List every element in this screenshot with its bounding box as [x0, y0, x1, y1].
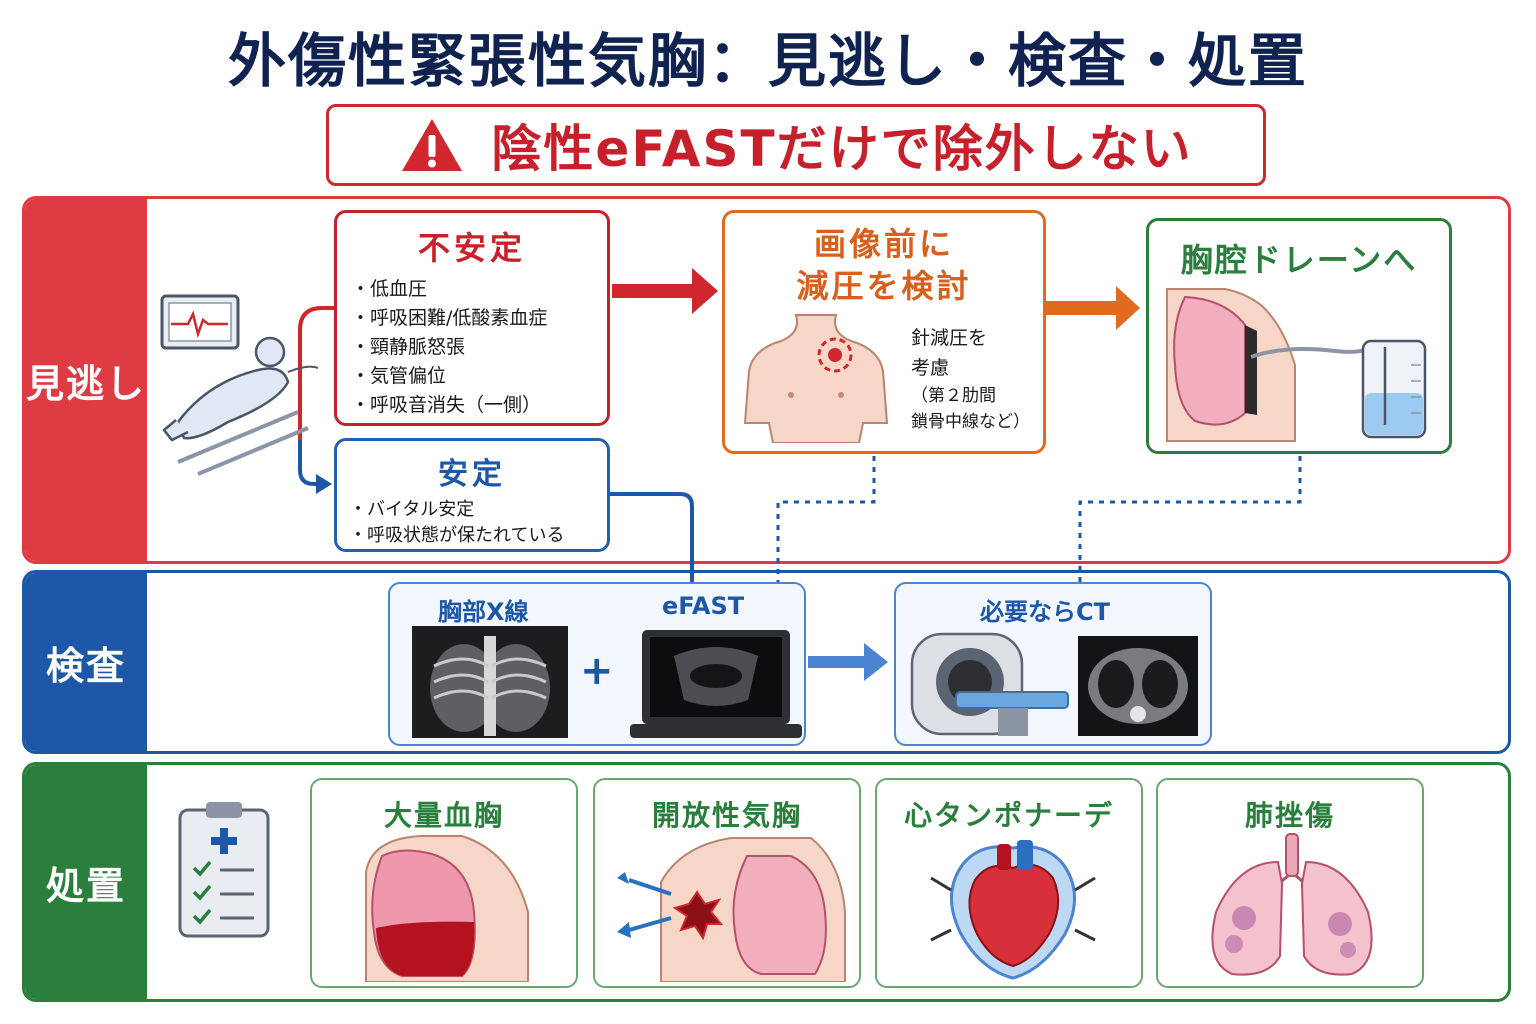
decompress-card: 画像前に 減圧を検討 針減圧を 考慮 （第２肋間 鎖骨中線など）: [722, 210, 1046, 454]
plus-sign: +: [580, 648, 614, 694]
chest-drain-card: 胸腔ドレーンへ: [1146, 218, 1452, 454]
arrow-exam-head: [864, 643, 888, 681]
treatment-title: 心タンポナーデ: [903, 799, 1114, 832]
list-item: バイタル安定: [349, 497, 607, 523]
treatment-card-lung-contusion: 肺挫傷: [1156, 778, 1424, 988]
unstable-title: 不安定: [417, 229, 526, 267]
list-item: 呼吸音消失（一側）: [351, 391, 607, 420]
treatment-title: 開放性気胸: [651, 799, 802, 832]
ct-image-icon: [1078, 636, 1198, 736]
treatment-title: 大量血胸: [383, 799, 504, 832]
decompress-note-line4: 鎖骨中線など）: [911, 412, 1030, 432]
ct-label: 必要ならCT: [980, 598, 1110, 626]
open-pneumothorax-icon: [617, 837, 846, 982]
connector-stable-exam: [610, 492, 694, 584]
list-item: 頸静脈怒張: [351, 333, 607, 362]
section-label-miss: 見逃し: [25, 199, 147, 561]
unstable-list: 低血圧 呼吸困難/低酸素血症 頸静脈怒張 気管偏位 呼吸音消失（一側）: [351, 275, 607, 420]
arrow-orange-shaft: [1046, 301, 1118, 315]
lungs-icon: [1211, 833, 1373, 976]
heart-icon: [930, 840, 1096, 980]
dotted-drain: [1078, 456, 1302, 584]
chest-drain-icon: [1166, 288, 1427, 442]
decompress-note-line1: 針減圧を: [911, 327, 988, 349]
hemothorax-icon: [365, 835, 529, 982]
xray-label: 胸部X線: [438, 598, 529, 626]
clipboard-icon: [178, 802, 270, 938]
decompress-note-line2: 考慮: [911, 357, 950, 379]
chest-xray-icon: [412, 626, 568, 738]
treatment-card-open-pneumothorax: 開放性気胸: [593, 778, 861, 988]
chest-needle-icon: [743, 314, 889, 443]
treatment-card-tamponade: 心タンポナーデ: [875, 778, 1143, 988]
connector-red: [298, 306, 336, 440]
efast-label: eFAST: [662, 592, 745, 620]
stable-title: 安定: [438, 457, 506, 492]
treatment-card-hemothorax: 大量血胸: [310, 778, 578, 988]
arrow-red-head: [692, 268, 718, 314]
chest-drain-title: 胸腔ドレーンへ: [1180, 241, 1418, 279]
list-item: 呼吸困難/低酸素血症: [351, 304, 607, 333]
list-item: 呼吸状態が保たれている: [349, 523, 607, 549]
decompress-title-line1: 画像前に: [813, 225, 954, 263]
decompress-note: 針減圧を 考慮 （第２肋間 鎖骨中線など）: [911, 323, 1030, 435]
dotted-decompress: [776, 456, 876, 584]
warning-text: 陰性eFASTだけで除外しない: [491, 120, 1193, 178]
section-label-treat: 処置: [25, 765, 147, 999]
stable-card: 安定 バイタル安定 呼吸状態が保たれている: [334, 438, 610, 552]
connector-blue-arrowhead: [316, 474, 332, 494]
decompress-title: 画像前に 減圧を検討: [725, 223, 1043, 307]
connector-blue: [298, 440, 318, 486]
decompress-title-line2: 減圧を検討: [796, 267, 972, 305]
warning-icon: [399, 116, 465, 174]
ultrasound-laptop-icon: [630, 630, 802, 738]
warning-banner: 陰性eFASTだけで除外しない: [326, 104, 1266, 186]
arrow-red-shaft: [612, 284, 694, 298]
list-item: 低血圧: [351, 275, 607, 304]
stable-list: バイタル安定 呼吸状態が保たれている: [349, 497, 607, 549]
ct-card: 必要ならCT: [894, 582, 1212, 746]
ct-scanner-icon: [910, 632, 1069, 736]
arrow-exam-shaft: [808, 656, 866, 668]
unstable-card: 不安定 低血圧 呼吸困難/低酸素血症 頸静脈怒張 気管偏位 呼吸音消失（一側）: [334, 210, 610, 426]
treatment-title: 肺挫傷: [1244, 799, 1335, 832]
list-item: 気管偏位: [351, 362, 607, 391]
decompress-note-line3: （第２肋間: [911, 386, 996, 406]
xray-efast-card: 胸部X線 eFAST +: [388, 582, 806, 746]
page-title: 外傷性緊張性気胸：見逃し・検査・処置: [227, 27, 1308, 95]
arrow-orange-head: [1116, 286, 1140, 330]
patient-monitor-icon: [160, 294, 318, 476]
section-label-exam: 検査: [25, 573, 147, 751]
